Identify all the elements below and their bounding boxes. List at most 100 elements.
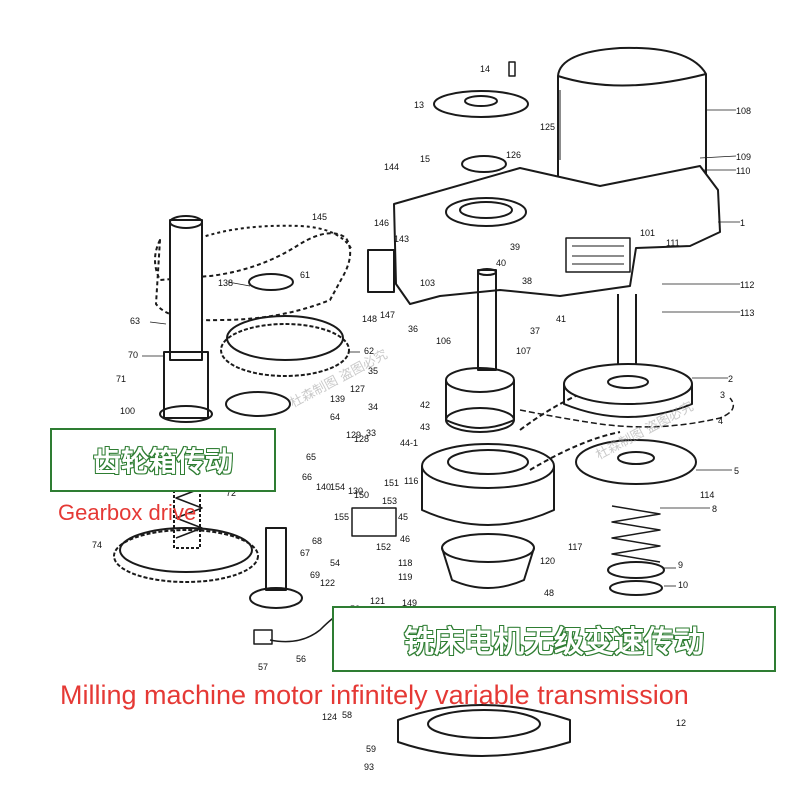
part-label-70: 70 [128, 350, 138, 360]
part-label-153: 153 [382, 496, 397, 506]
part-label-56: 56 [296, 654, 306, 664]
part-label-143: 143 [394, 234, 409, 244]
part-label-43: 43 [420, 422, 430, 432]
left-shaft-assembly [159, 215, 213, 549]
part-label-113: 113 [740, 308, 754, 318]
spring-8 [611, 505, 661, 563]
part-label-114: 114 [700, 490, 714, 500]
part-label-155: 155 [334, 512, 349, 522]
bearing-15 [461, 155, 507, 173]
part-label-14: 14 [480, 64, 490, 74]
part-label-42: 42 [420, 400, 430, 410]
part-label-149: 149 [402, 598, 417, 608]
toothed-belt [154, 224, 353, 322]
part-label-37: 37 [530, 326, 540, 336]
part-label-34: 34 [368, 402, 378, 412]
part-label-35: 35 [368, 366, 378, 376]
part-label-148: 148 [362, 314, 377, 324]
part-label-106: 106 [436, 336, 451, 346]
part-label-139: 139 [330, 394, 345, 404]
leader-lines [142, 109, 740, 587]
part-label-58: 58 [342, 710, 352, 720]
gear-74 [113, 527, 259, 583]
part-label-107: 107 [516, 346, 531, 356]
part-label-93: 93 [364, 762, 374, 772]
spindle-106 [477, 268, 497, 371]
part-label-125: 125 [540, 122, 555, 132]
part-label-100: 100 [120, 406, 135, 416]
cone-46 [441, 533, 535, 589]
part-label-127: 127 [350, 384, 365, 394]
part-label-2: 2 [728, 374, 733, 384]
motor-highlight-box: 铣床电机无级变速传动 [332, 606, 776, 672]
part-label-45: 45 [398, 512, 408, 522]
pulley-2 [563, 363, 693, 418]
part-label-5: 5 [734, 466, 739, 476]
part-label-128: 128 [354, 434, 369, 444]
part-label-62: 62 [364, 346, 374, 356]
part-label-126: 126 [506, 150, 521, 160]
part-label-38: 38 [522, 276, 532, 286]
part-label-74: 74 [92, 540, 102, 550]
part-label-54: 54 [330, 558, 340, 568]
part-label-112: 112 [740, 280, 754, 290]
part-label-46: 46 [400, 534, 410, 544]
part-label-138: 138 [218, 278, 233, 288]
gearbox-chinese-caption: 齿轮箱传动 [92, 444, 233, 478]
part-label-121: 121 [370, 596, 385, 606]
part-label-116: 116 [404, 476, 418, 486]
switch-box-146 [367, 249, 395, 293]
part-label-117: 117 [568, 542, 582, 552]
gearbox-highlight-box: 齿轮箱传动 [50, 428, 276, 492]
part-label-40: 40 [496, 258, 506, 268]
base-plate [397, 704, 571, 757]
part-label-3: 3 [720, 390, 725, 400]
cable-56 [269, 613, 341, 643]
part-label-151: 151 [384, 478, 399, 488]
belt-guard [519, 397, 735, 428]
variable-pulley [445, 367, 515, 433]
part-label-57: 57 [258, 662, 268, 672]
part-label-44-1: 44-1 [400, 438, 418, 448]
part-label-59: 59 [366, 744, 376, 754]
motor-english-caption: Milling machine motor infinitely variabl… [60, 680, 689, 710]
switch-57 [253, 629, 273, 645]
part-label-61: 61 [300, 270, 310, 280]
part-label-33: 33 [366, 428, 376, 438]
part-label-67: 67 [300, 548, 310, 558]
part-label-72: 72 [226, 488, 236, 498]
part-label-101: 101 [640, 228, 655, 238]
washer-10 [609, 580, 663, 596]
part-label-118: 118 [398, 558, 412, 568]
head-casting [393, 165, 721, 305]
part-label-13: 13 [414, 100, 424, 110]
bracket-150 [351, 507, 397, 537]
part-label-41: 41 [556, 314, 566, 324]
part-label-152: 152 [376, 542, 391, 552]
part-label-140: 140 [316, 482, 331, 492]
part-label-144: 144 [384, 162, 399, 172]
gear-62 [220, 315, 350, 377]
part-label-146: 146 [374, 218, 389, 228]
part-label-10: 10 [678, 580, 688, 590]
part-label-150: 150 [354, 490, 369, 500]
part-label-1: 1 [740, 218, 745, 228]
part-label-12: 12 [676, 718, 686, 728]
part-label-68: 68 [312, 536, 322, 546]
part-label-71: 71 [116, 374, 126, 384]
part-label-103: 103 [420, 278, 435, 288]
shaft-67 [249, 527, 303, 609]
part-label-48: 48 [544, 588, 554, 598]
part-label-154: 154 [330, 482, 345, 492]
part-label-145: 145 [312, 212, 327, 222]
part-label-8: 8 [712, 504, 717, 514]
part-label-147: 147 [380, 310, 395, 320]
motor-chinese-caption: 铣床电机无级变速传动 [403, 624, 704, 660]
washer-9 [607, 561, 665, 579]
part-label-66: 66 [302, 472, 312, 482]
part-label-69: 69 [310, 570, 320, 580]
part-label-9: 9 [678, 560, 683, 570]
part-label-15: 15 [420, 154, 430, 164]
